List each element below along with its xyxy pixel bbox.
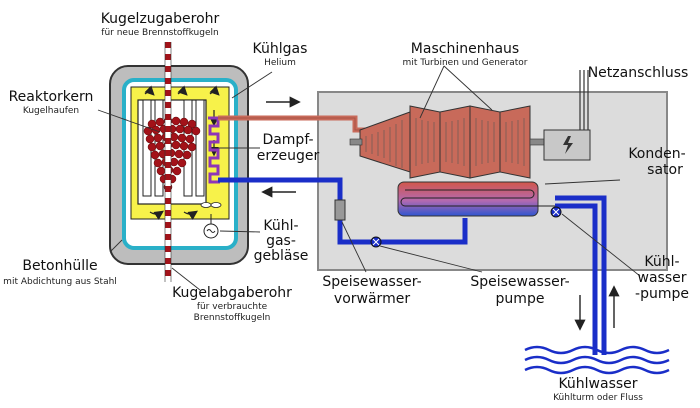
condenser	[397, 181, 539, 217]
label-kondensator-1: Konden-	[628, 146, 685, 162]
label-kuehlgasgeblaese-2: gas-	[266, 233, 296, 249]
label-kuehlgasgeblaese-3: gebläse	[254, 248, 309, 264]
cooling-water-pipe	[555, 203, 598, 355]
label-kugelzugaberohr-sub: für neue Brennstoffkugeln	[101, 28, 218, 38]
label-kondensator-2: sator	[647, 162, 683, 178]
lightning-icon	[563, 136, 573, 154]
label-kuehlgasgeblaese-1: Kühl-	[263, 218, 298, 234]
label-speisewasserpumpe-1: Speisewasser-	[470, 274, 569, 290]
grid-connection	[579, 70, 589, 130]
label-speisewasservorwaermer-1: Speisewasser-	[322, 274, 421, 290]
label-reaktorkern: Reaktorkern	[9, 89, 94, 105]
label-kuehlgas: Kühlgas	[253, 41, 308, 57]
label-kugelabgaberohr: Kugelabgaberohr	[172, 285, 292, 301]
label-kuehlwasserpumpe-1: Kühl-	[644, 254, 679, 270]
label-speisewasservorwaermer-2: vorwärmer	[334, 291, 410, 307]
label-maschinenhaus-sub: mit Turbinen und Generator	[403, 58, 528, 68]
label-reaktorkern-sub: Kugelhaufen	[23, 106, 79, 116]
feedwater-preheater	[334, 199, 346, 221]
label-betonhuelle: Betonhülle	[22, 258, 97, 274]
feedwater-pump	[370, 236, 382, 248]
label-maschinenhaus: Maschinenhaus	[411, 41, 519, 57]
label-dampferzeuger-2: erzeuger	[257, 148, 320, 164]
label-speisewasserpumpe-2: pumpe	[496, 291, 545, 307]
feedwater-pipe	[218, 177, 468, 245]
label-kuehlwasserpumpe-3: -pumpe	[635, 286, 689, 302]
water-waves	[524, 345, 670, 375]
label-betonhuelle-sub: mit Abdichtung aus Stahl	[3, 277, 117, 287]
cooling-water-pump	[550, 206, 562, 218]
turbines	[349, 105, 545, 179]
coolant-blower	[200, 202, 222, 239]
label-kuehlwasser-sub: Kühlturm oder Fluss	[553, 393, 643, 403]
label-kugelabgaberohr-sub1: für verbrauchte	[197, 302, 268, 312]
label-kuehlwasserpumpe-2: wasser	[638, 270, 687, 286]
label-kugelzugaberohr: Kugelzugaberohr	[101, 11, 220, 27]
label-kugelabgaberohr-sub2: Brennstoffkugeln	[194, 313, 271, 323]
label-kuehlwasser: Kühlwasser	[558, 376, 637, 392]
leader-lines	[97, 65, 641, 291]
fuel-pipe	[164, 42, 172, 282]
label-kuehlgas-sub: Helium	[264, 58, 296, 68]
condenser-coil	[400, 189, 555, 207]
label-dampferzeuger-1: Dampf-	[262, 132, 313, 148]
label-netzanschluss: Netzanschluss	[588, 65, 689, 81]
steam-generator-coil	[208, 116, 220, 184]
